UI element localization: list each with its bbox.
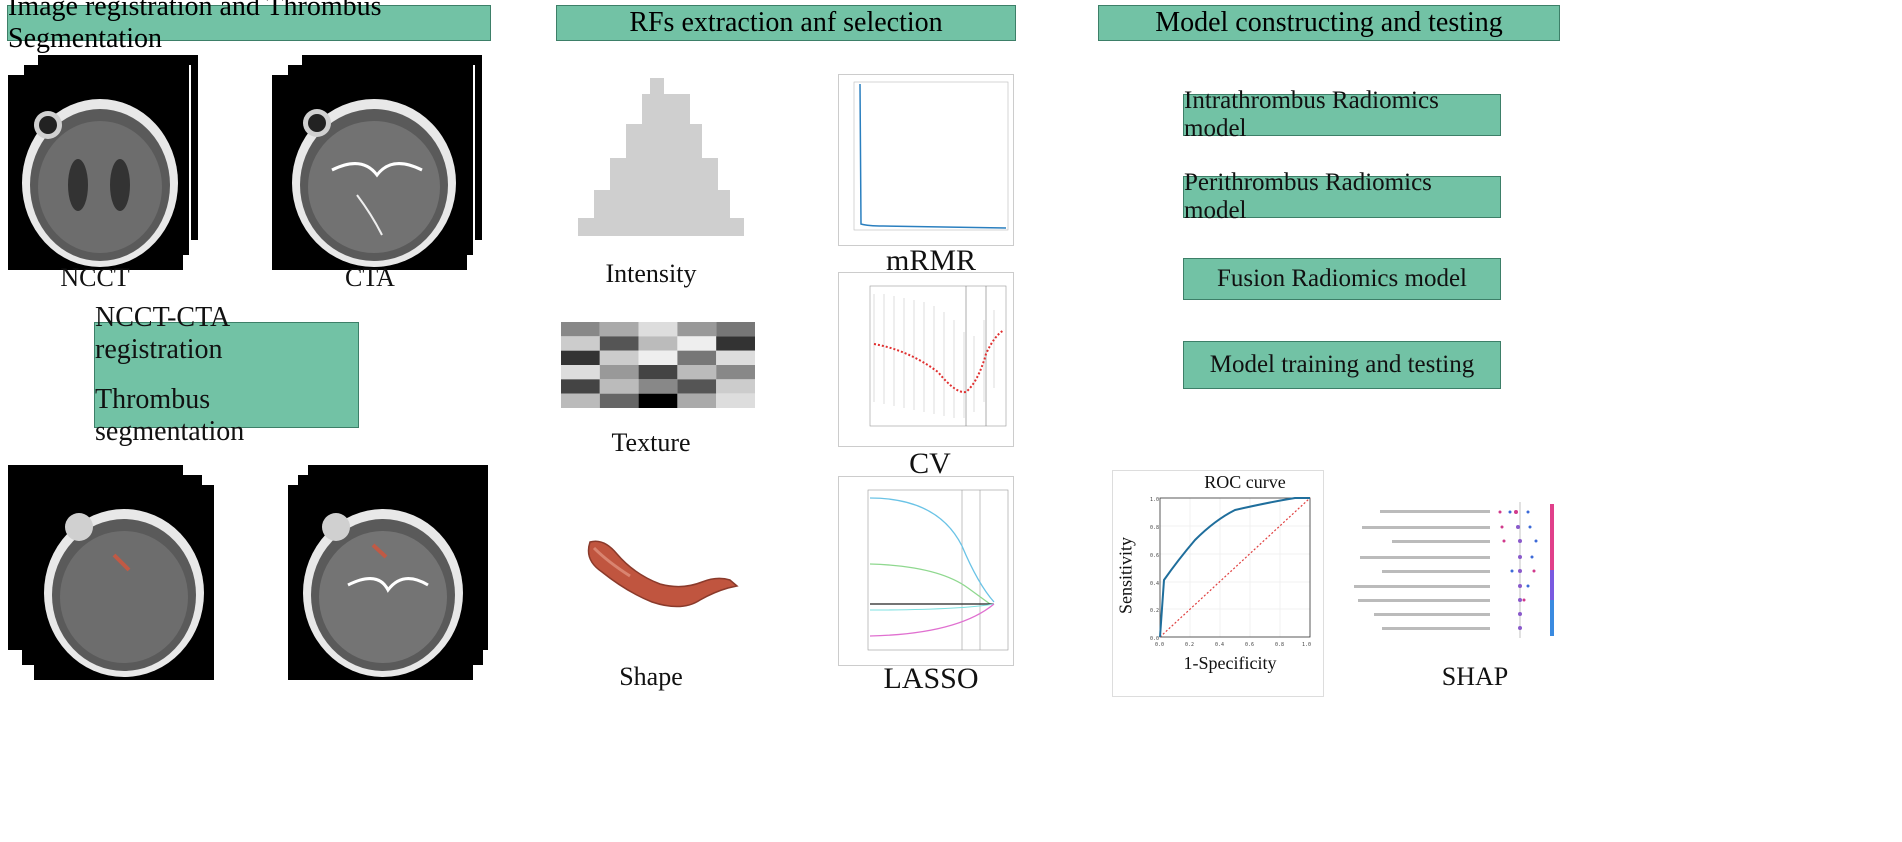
cta-brain-image bbox=[272, 75, 467, 270]
registration-segmentation-box: NCCT-CTA registration Thrombus segmentat… bbox=[94, 302, 359, 447]
perithrombus-model-box: Perithrombus Radiomics model bbox=[1183, 169, 1501, 224]
roc-curve bbox=[1159, 497, 1310, 638]
cta-scan-stack bbox=[272, 55, 487, 270]
roc-xtick-1: 0.2 bbox=[1185, 642, 1194, 648]
roc-ytick-3: 0.6 bbox=[1150, 553, 1159, 559]
roc-y-ticks: 0.0 0.2 0.4 0.6 0.8 1.0 bbox=[1150, 497, 1159, 642]
mrmr-plot bbox=[838, 74, 1014, 246]
roc-diagonal bbox=[1159, 497, 1311, 638]
shap-points bbox=[1498, 510, 1538, 630]
roc-ytick-4: 0.8 bbox=[1150, 525, 1159, 531]
cta-label: CTA bbox=[345, 263, 395, 292]
lasso-path-1 bbox=[869, 497, 995, 603]
shap-label: SHAP bbox=[1441, 662, 1509, 691]
header-registration-segmentation: Image registration and Thrombus Segmenta… bbox=[7, 0, 491, 54]
training-testing-box: Model training and testing bbox=[1183, 341, 1501, 389]
lasso-label: LASSO bbox=[883, 662, 979, 695]
roc-panel bbox=[1112, 470, 1324, 697]
texture-label: Texture bbox=[611, 428, 691, 457]
roc-xlabel: 1-Specificity bbox=[1183, 653, 1277, 673]
shap-plot bbox=[1354, 502, 1554, 638]
texture-cells bbox=[561, 322, 755, 408]
ncct-label: NCCT bbox=[60, 263, 130, 292]
cta-segmented-image bbox=[288, 485, 473, 680]
thrombus-shape bbox=[587, 540, 739, 608]
roc-xtick-4: 0.8 bbox=[1275, 642, 1284, 648]
roc-ytick-1: 0.2 bbox=[1150, 608, 1159, 614]
segmentation-label: Thrombus segmentation bbox=[95, 384, 245, 447]
ncct-brain-image bbox=[8, 75, 183, 270]
cv-label: CV bbox=[909, 447, 951, 480]
ncct-scan-stack bbox=[8, 55, 208, 270]
shap-feature-names bbox=[1354, 510, 1490, 630]
roc-x-ticks: 0.0 0.2 0.4 0.6 0.8 1.0 bbox=[1155, 642, 1311, 648]
mrmr-curve bbox=[859, 83, 1007, 229]
roc-ytick-5: 1.0 bbox=[1150, 497, 1159, 503]
cv-error-bars bbox=[873, 294, 995, 418]
texture-grid bbox=[561, 322, 755, 408]
fusion-model-box: Fusion Radiomics model bbox=[1183, 258, 1501, 300]
header-model-constructing: Model constructing and testing bbox=[1098, 5, 1560, 41]
intensity-label: Intensity bbox=[605, 259, 697, 288]
lasso-path-2 bbox=[869, 563, 991, 605]
intrathrombus-model-box: Intrathrombus Radiomics model bbox=[1183, 87, 1501, 142]
cv-plot bbox=[838, 272, 1014, 447]
intensity-histogram bbox=[578, 78, 744, 236]
roc-xtick-3: 0.6 bbox=[1245, 642, 1254, 648]
lasso-path-4 bbox=[869, 603, 995, 611]
lasso-path-5 bbox=[869, 603, 995, 637]
roc-plot: 0.0 0.2 0.4 0.6 0.8 1.0 0.0 0.2 0.4 0.6 … bbox=[1150, 497, 1311, 648]
roc-ytick-2: 0.4 bbox=[1150, 581, 1159, 587]
cta-segmented-stack bbox=[288, 465, 498, 680]
roc-xtick-2: 0.4 bbox=[1215, 642, 1224, 648]
roc-xtick-0: 0.0 bbox=[1155, 642, 1164, 648]
roc-xtick-5: 1.0 bbox=[1302, 642, 1311, 648]
cv-curve bbox=[873, 329, 1005, 394]
roc-ytick-0: 0.0 bbox=[1150, 636, 1159, 642]
ncct-segmented-image bbox=[34, 485, 214, 680]
lasso-plot bbox=[838, 476, 1014, 666]
roc-title: ROC curve bbox=[1204, 472, 1286, 492]
shape-label: Shape bbox=[619, 662, 683, 691]
mrmr-label: mRMR bbox=[885, 244, 977, 277]
registration-label: NCCT-CTA registration bbox=[95, 302, 229, 365]
roc-ylabel: Sensitivity bbox=[1115, 537, 1136, 615]
header-rfs-extraction: RFs extraction anf selection bbox=[556, 5, 1016, 41]
ncct-segmented-stack bbox=[8, 465, 214, 680]
